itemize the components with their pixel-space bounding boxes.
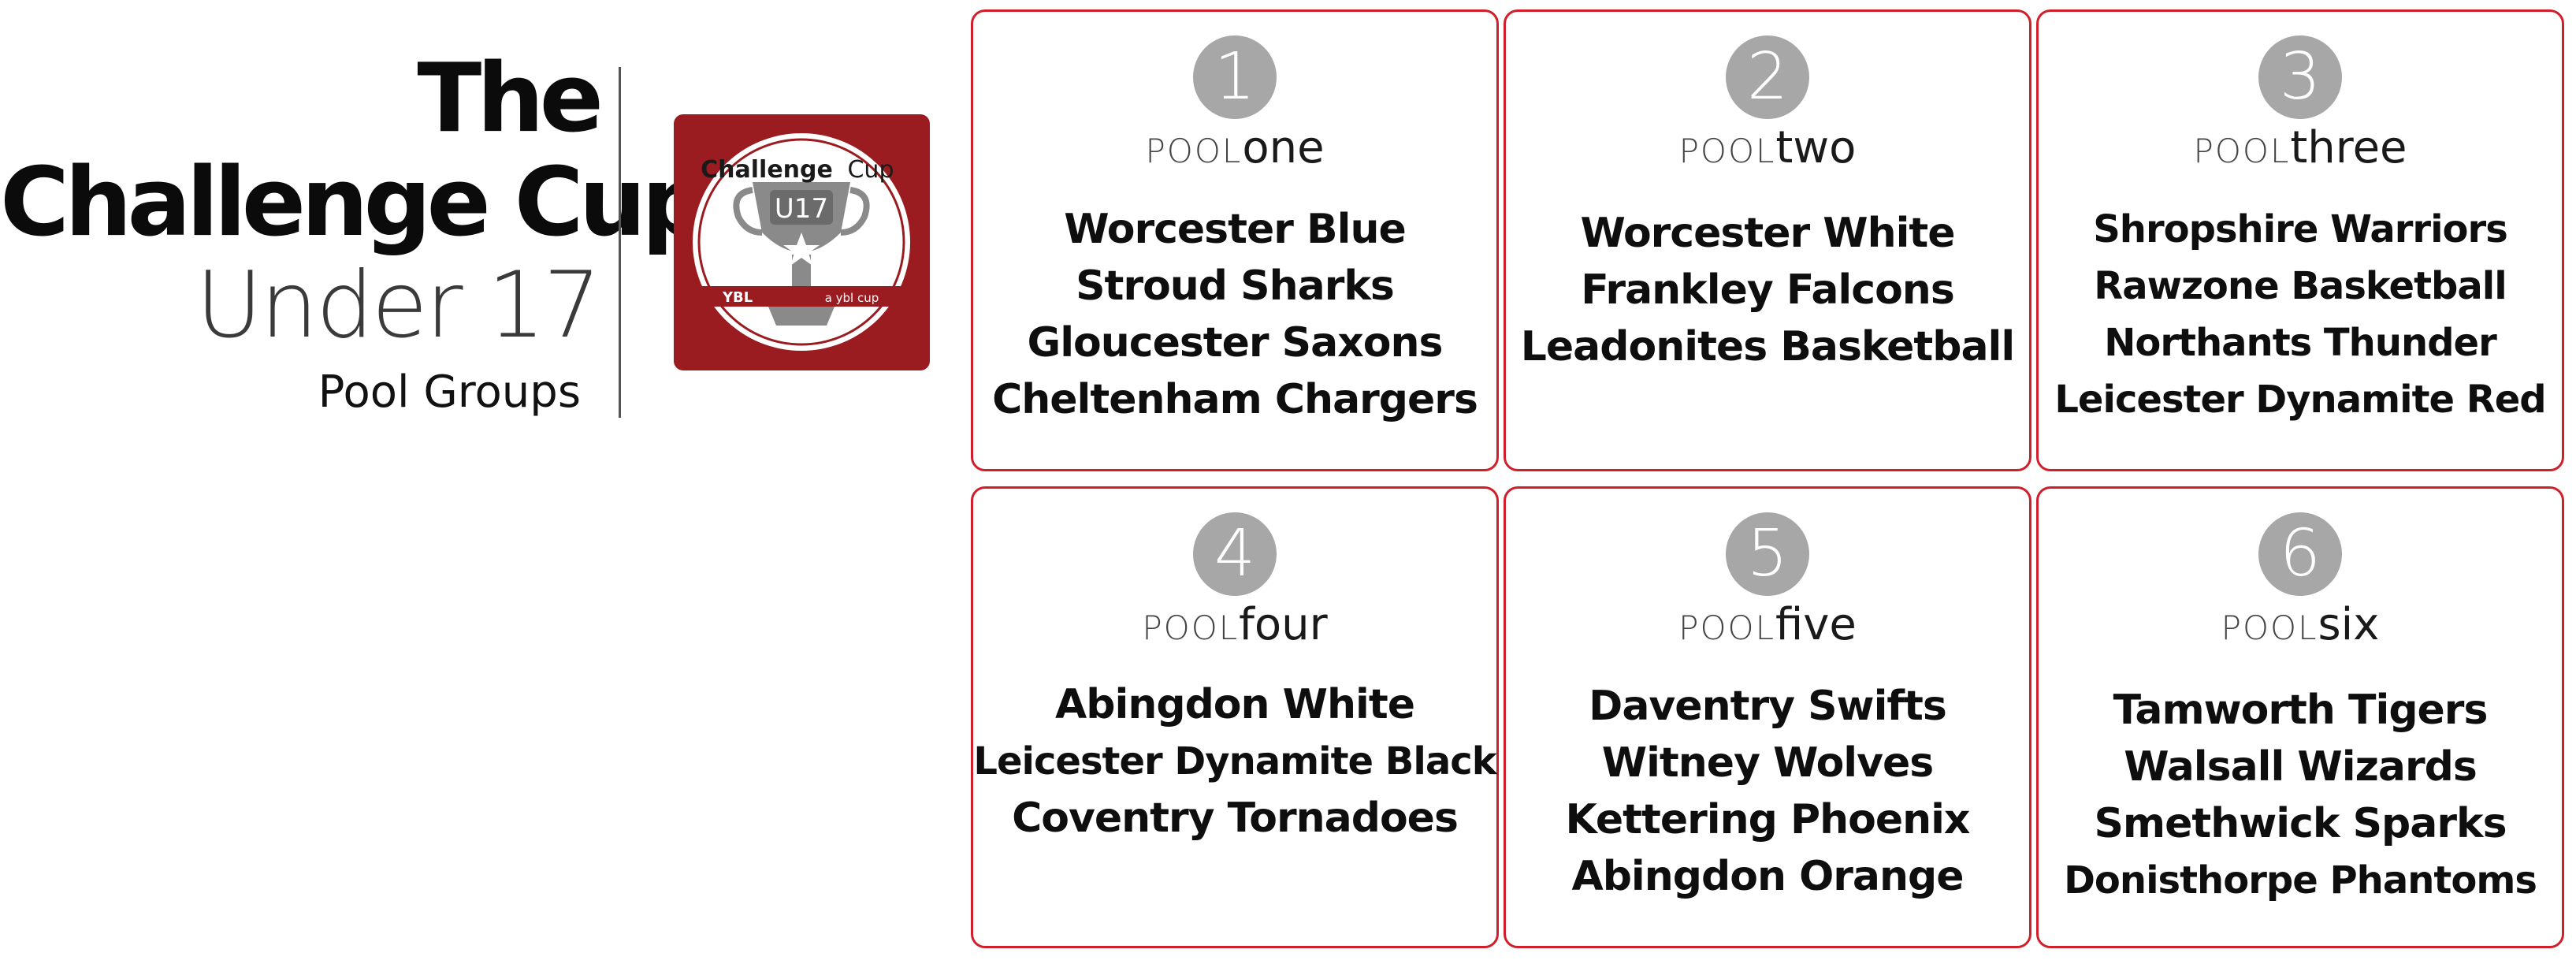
logo-org: YBL <box>722 289 753 306</box>
team-name: Walsall Wizards <box>2124 743 2477 791</box>
header-divider <box>619 67 621 418</box>
pool-heading: POOLtwo <box>1506 122 2029 173</box>
pool-heading: POOLsix <box>2039 599 2562 650</box>
pool-number-badge: 6 <box>2258 512 2342 596</box>
pool-heading: POOLfour <box>973 599 1496 650</box>
team-name: Gloucester Saxons <box>1027 319 1444 367</box>
logo-badge: U17 <box>775 193 828 225</box>
logo-name-part1: Challenge <box>701 156 833 184</box>
pool-name: three <box>2290 122 2407 173</box>
pool-card-4: 4 POOLfour Abingdon White Leicester Dyna… <box>971 486 1499 948</box>
team-name: Worcester White <box>1580 210 1955 257</box>
pool-name: four <box>1239 599 1328 650</box>
trophy-logo-icon: U17 Challenge Cup YBL a ybl cup <box>693 133 910 351</box>
pool-name: five <box>1775 599 1857 650</box>
team-name: Rawzone Basketball <box>2094 264 2507 308</box>
team-name: Abingdon Orange <box>1571 853 1964 900</box>
pool-prefix: POOL <box>1678 609 1775 647</box>
logo-name-part2: Cup <box>847 156 894 184</box>
team-name: Tamworth Tigers <box>2113 687 2489 734</box>
pool-card-1: 1 POOLone Worcester Blue Stroud Sharks G… <box>971 9 1499 471</box>
pool-number-badge: 3 <box>2258 35 2342 119</box>
pool-heading: POOLthree <box>2039 122 2562 173</box>
team-name: Stroud Sharks <box>1076 262 1395 310</box>
pool-card-6: 6 POOLsix Tamworth Tigers Walsall Wizard… <box>2036 486 2564 948</box>
pool-name: two <box>1775 122 1857 173</box>
pool-name: six <box>2318 599 2380 650</box>
team-name: Leadonites Basketball <box>1520 323 2015 370</box>
team-list: Daventry Swifts Witney Wolves Kettering … <box>1506 678 2029 905</box>
team-name: Daventry Swifts <box>1589 683 1947 730</box>
pool-name: one <box>1242 122 1325 173</box>
team-name: Northants Thunder <box>2104 321 2497 365</box>
team-list: Abingdon White Leicester Dynamite Black … <box>973 676 1496 847</box>
logo-tagline: a ybl cup <box>825 291 879 305</box>
pool-number-badge: 4 <box>1193 512 1277 596</box>
pool-heading: POOLone <box>973 122 1496 173</box>
pool-prefix: POOL <box>1142 609 1240 647</box>
team-name: Witney Wolves <box>1601 739 1935 787</box>
caption-pool-groups: Pool Groups <box>318 367 581 418</box>
pool-number-badge: 1 <box>1193 35 1277 119</box>
team-list: Tamworth Tigers Walsall Wizards Smethwic… <box>2039 682 2562 909</box>
pool-card-3: 3 POOLthree Shropshire Warriors Rawzone … <box>2036 9 2564 471</box>
team-name: Frankley Falcons <box>1581 266 1955 314</box>
pool-card-2: 2 POOLtwo Worcester White Frankley Falco… <box>1504 9 2031 471</box>
pool-heading: POOLfive <box>1506 599 2029 650</box>
team-name: Cheltenham Chargers <box>992 376 1478 423</box>
team-name: Donisthorpe Phantoms <box>2064 858 2537 903</box>
subtitle-under-17: Under 17 <box>195 252 601 359</box>
challenge-cup-logo: U17 Challenge Cup YBL a ybl cup <box>674 114 930 370</box>
team-list: Worcester White Frankley Falcons Leadoni… <box>1506 205 2029 375</box>
team-name: Shropshire Warriors <box>2093 207 2508 251</box>
pool-number-badge: 5 <box>1726 512 1809 596</box>
pool-prefix: POOL <box>1678 132 1776 170</box>
team-name: Leicester Dynamite Red <box>2054 378 2546 422</box>
title-block: The Challenge Cup Under 17 Pool Groups <box>0 44 709 424</box>
team-name: Abingdon White <box>1055 681 1415 728</box>
team-list: Worcester Blue Stroud Sharks Gloucester … <box>973 201 1496 428</box>
pool-prefix: POOL <box>2193 132 2291 170</box>
team-list: Shropshire Warriors Rawzone Basketball N… <box>2039 201 2562 428</box>
team-name: Worcester Blue <box>1064 206 1407 253</box>
pool-prefix: POOL <box>1145 132 1243 170</box>
pool-prefix: POOL <box>2221 609 2318 647</box>
pool-number-badge: 2 <box>1726 35 1809 119</box>
team-name: Kettering Phoenix <box>1565 796 1971 843</box>
title-challenge-cup: Challenge Cup <box>0 148 709 258</box>
pool-card-5: 5 POOLfive Daventry Swifts Witney Wolves… <box>1504 486 2031 948</box>
team-name: Leicester Dynamite Black <box>973 739 1496 783</box>
title-the: The <box>417 44 604 154</box>
team-name: Smethwick Sparks <box>2094 800 2507 847</box>
team-name: Coventry Tornadoes <box>1012 795 1459 842</box>
